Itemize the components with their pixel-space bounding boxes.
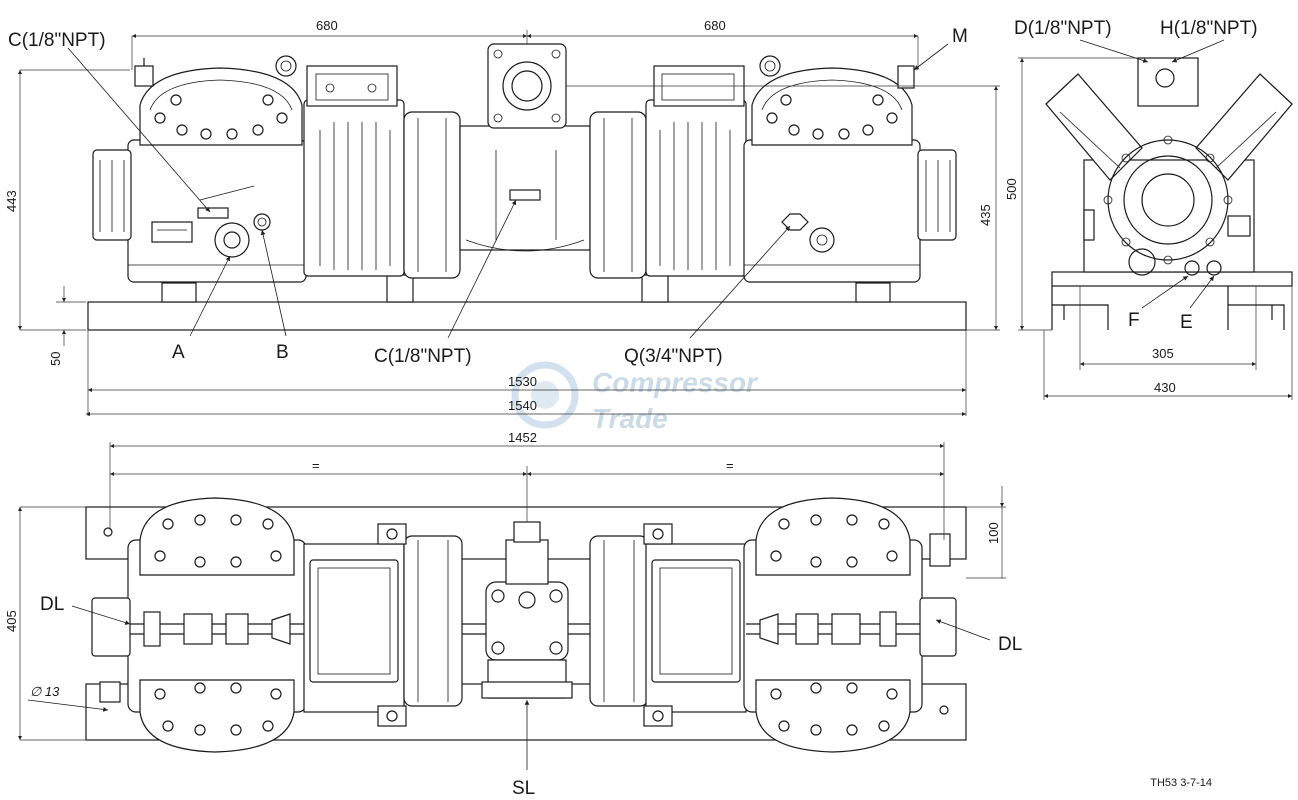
dim-680-right: 680 [704,18,726,33]
cylinder-bank-left [1045,73,1143,181]
dim-eq-right: = [726,458,734,473]
oil-pump-block [1137,57,1199,107]
label-h: H(1/8"NPT) [1160,18,1258,39]
label-a: A [172,342,185,363]
cylinder-bank-right [1195,73,1293,181]
dim-500: 500 [1004,178,1019,200]
right-compressor-top [743,497,957,753]
label-f: F [1128,310,1140,331]
dim-435: 435 [978,204,993,226]
flange-outer [1107,139,1229,261]
dim-50: 50 [48,352,63,366]
dim-1452: 1452 [508,430,537,445]
dim-305: 305 [1152,346,1174,361]
left-motor-front [303,65,461,279]
label-c-bottom: C(1/8"NPT) [374,346,472,367]
label-e: E [1180,312,1193,333]
center-body-front [459,43,591,252]
dim-430: 430 [1154,380,1176,395]
left-compressor-front [92,55,307,283]
label-q: Q(3/4"NPT) [624,346,723,367]
label-diameter: ∅ 13 [30,684,60,699]
dimension-lines [17,30,1293,741]
side-foot-left [1051,286,1109,330]
label-dl-right: DL [998,634,1022,655]
label-m: M [952,26,968,47]
dimension-text: 680 680 443 435 500 50 1530 1540 1452 = … [4,18,1176,632]
right-motor-top [589,523,747,727]
foot [161,282,197,303]
watermark: Compressor Trade [511,361,759,434]
dim-1540: 1540 [508,398,537,413]
foot [386,274,414,303]
dim-443: 443 [4,190,19,212]
watermark-line1: Compressor [592,367,759,398]
dim-680-left: 680 [316,18,338,33]
right-motor-front [589,65,747,279]
base-frame-front [87,301,967,331]
label-dl-left: DL [40,594,64,615]
drawing-code: TH53 3-7-14 [1150,777,1212,789]
right-compressor-front [743,55,957,283]
dim-eq-left: = [312,458,320,473]
label-d: D(1/8"NPT) [1014,18,1112,39]
labels: C(1/8"NPT) M D(1/8"NPT) H(1/8"NPT) A B C… [8,18,1258,799]
left-compressor-top [91,497,307,753]
left-motor-top [303,523,463,727]
dim-1530: 1530 [508,374,537,389]
label-c-top: C(1/8"NPT) [8,30,106,51]
dim-100: 100 [986,522,1001,544]
top-view [85,497,967,753]
foot [855,282,891,303]
label-sl: SL [512,778,535,799]
watermark-line2: Trade [592,403,668,434]
side-foot-right [1227,286,1285,330]
leader-lines [27,39,1225,770]
side-base [1051,271,1293,287]
label-b: B [276,342,289,363]
side-view [1045,57,1293,330]
center-suction-top [462,521,590,699]
front-view [87,43,967,331]
dim-405: 405 [4,610,19,632]
foot [641,274,669,303]
